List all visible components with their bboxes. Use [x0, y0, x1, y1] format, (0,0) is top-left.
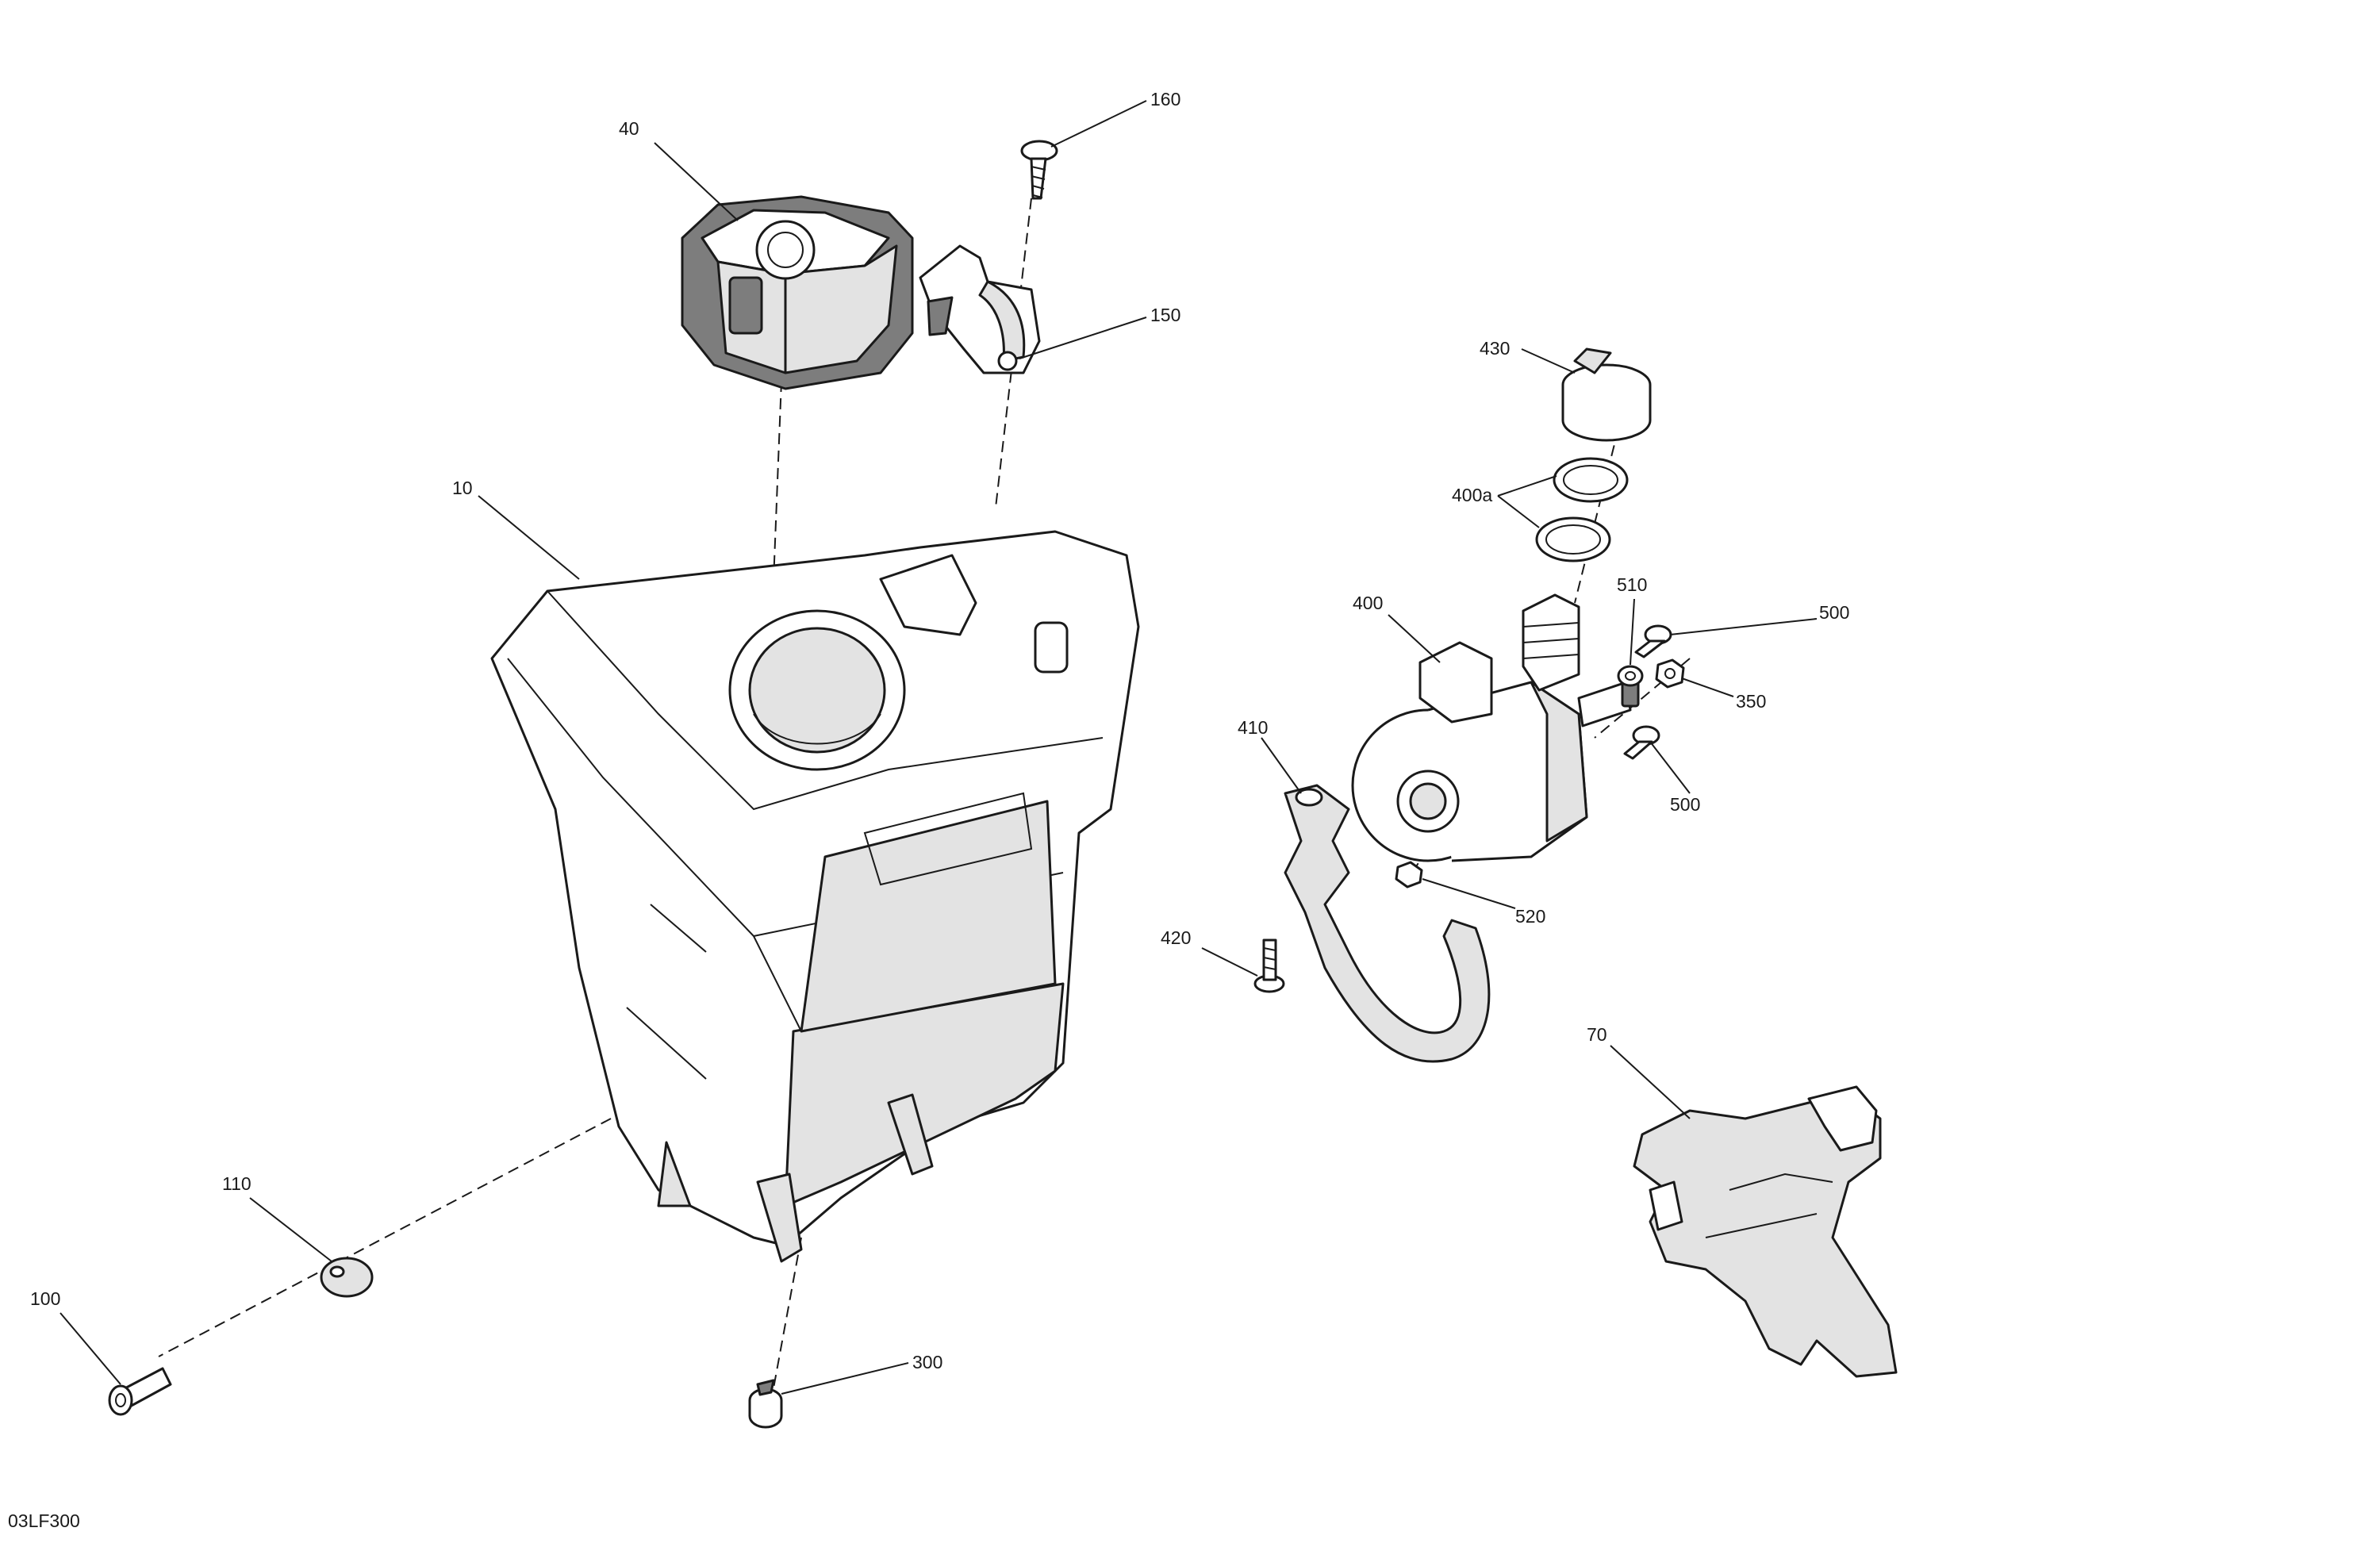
callout-300: 300 — [912, 1352, 942, 1372]
screw-part-160 — [1020, 140, 1058, 200]
filler-cap-part-40 — [681, 195, 914, 390]
hose-clamp-part-430 — [1561, 347, 1652, 442]
screw-part-500-upper — [1634, 624, 1672, 658]
callout-430: 430 — [1480, 338, 1510, 359]
callout-100: 100 — [30, 1288, 60, 1309]
callout-40: 40 — [619, 118, 639, 139]
clamp-part-300 — [748, 1379, 783, 1429]
pump-part-400 — [1351, 593, 1640, 862]
callout-160: 160 — [1150, 89, 1180, 109]
screw-part-500-lower — [1623, 725, 1660, 760]
callout-500-lower: 500 — [1670, 794, 1700, 815]
callout-10: 10 — [452, 478, 473, 498]
callout-150: 150 — [1150, 305, 1180, 325]
callout-420: 420 — [1161, 927, 1191, 948]
callout-400: 400 — [1353, 593, 1383, 613]
callout-400a: 400a — [1452, 485, 1492, 505]
callout-500-upper: 500 — [1819, 602, 1849, 623]
callout-510: 510 — [1617, 574, 1647, 595]
washer-part-110 — [320, 1257, 374, 1298]
bracket-part-70 — [1633, 1085, 1898, 1378]
bolt-part-100 — [108, 1367, 172, 1416]
clamp-part-150 — [919, 244, 1041, 374]
drawing-code: 03LF300 — [8, 1510, 80, 1531]
callout-labels: 40 160 150 10 430 400a 400 510 500 350 5… — [8, 89, 1849, 1531]
washer-part-510 — [1617, 665, 1644, 687]
nut-part-520 — [1395, 861, 1423, 889]
callout-110: 110 — [222, 1173, 251, 1194]
callout-350: 350 — [1736, 691, 1766, 712]
o-rings-part-400a — [1535, 457, 1629, 562]
screw-part-420 — [1253, 938, 1285, 993]
reservoir-tank-part-10 — [490, 530, 1140, 1263]
callout-70: 70 — [1587, 1024, 1607, 1045]
strap-bracket-part-410 — [1284, 784, 1491, 1063]
callout-520: 520 — [1515, 906, 1545, 927]
leader-lines — [60, 100, 1818, 1395]
callout-410: 410 — [1238, 717, 1268, 738]
nut-part-350 — [1655, 658, 1685, 689]
